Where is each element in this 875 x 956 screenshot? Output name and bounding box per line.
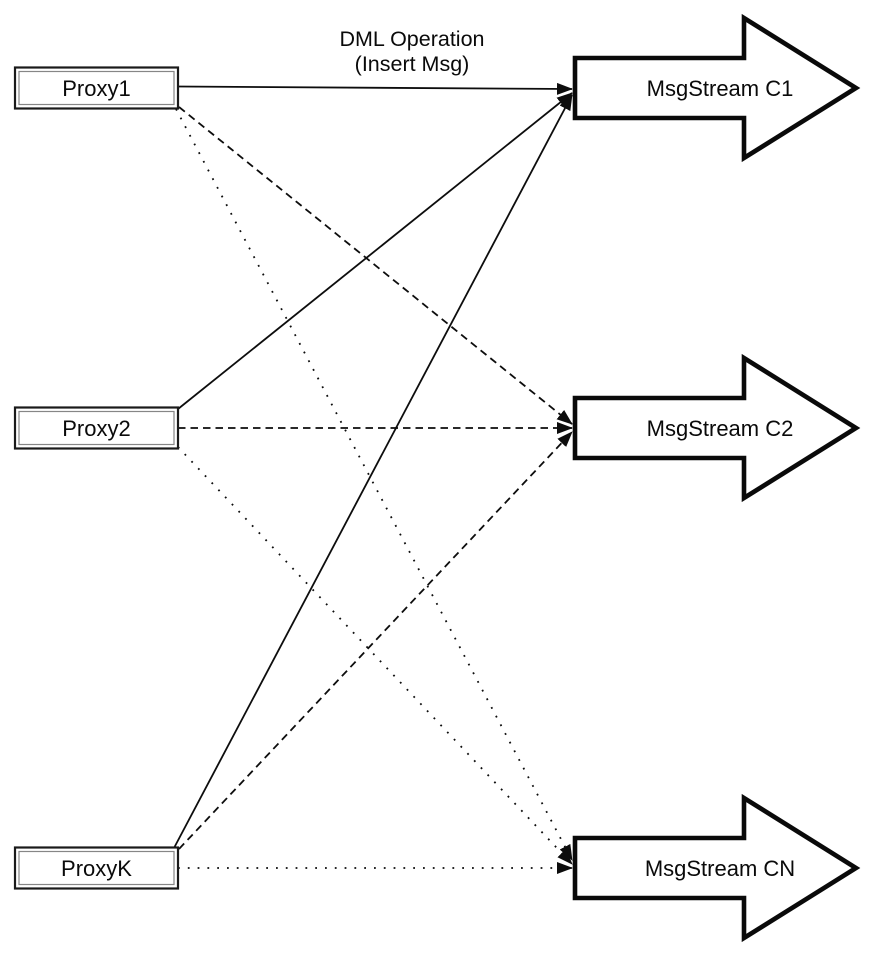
proxy2-label: Proxy2 <box>62 416 130 441</box>
msgstream-c1-label: MsgStream C1 <box>647 76 794 101</box>
edge-proxy2-msgstream-cn <box>177 446 573 865</box>
edge-group <box>173 82 573 874</box>
proxy-node-2: Proxy2 <box>13 406 180 450</box>
proxy2-box <box>13 406 180 450</box>
stream-node-cn: MsgStream CN <box>572 793 861 943</box>
msgstream-cn-arrow <box>572 793 861 943</box>
proxy-node-k: ProxyK <box>13 846 180 890</box>
edge-proxyk-msgstream-c1 <box>173 94 573 849</box>
msgstream-c1-arrow <box>572 13 861 163</box>
stream-node-c2: MsgStream C2 <box>572 353 861 503</box>
msgstream-c2-label: MsgStream C2 <box>647 416 794 441</box>
edge-proxy1-msgstream-c2 <box>178 106 573 425</box>
edge-proxy1-msgstream-c1 <box>177 82 573 95</box>
edge-proxy2-msgstream-c1 <box>177 92 573 410</box>
msgstream-cn-label: MsgStream CN <box>645 856 795 881</box>
proxy2-box-inner-border <box>18 410 175 446</box>
stream-node-c1: MsgStream C1 <box>572 13 861 163</box>
msgstream-c2-arrow <box>572 353 861 503</box>
diagram-title-line1: DML Operation <box>340 27 485 51</box>
proxy1-box-inner-border <box>18 70 175 106</box>
edge-proxy1-msgstream-cn <box>175 108 573 861</box>
proxyk-box <box>13 846 180 890</box>
proxy1-label: Proxy1 <box>62 76 130 101</box>
proxyk-label: ProxyK <box>61 856 132 881</box>
proxy-node-1: Proxy1 <box>13 66 180 110</box>
proxy1-box <box>13 66 180 110</box>
diagram-title-line2: (Insert Msg) <box>355 52 470 76</box>
edge-proxyk-msgstream-c2 <box>178 431 573 850</box>
proxyk-box-inner-border <box>18 850 175 886</box>
